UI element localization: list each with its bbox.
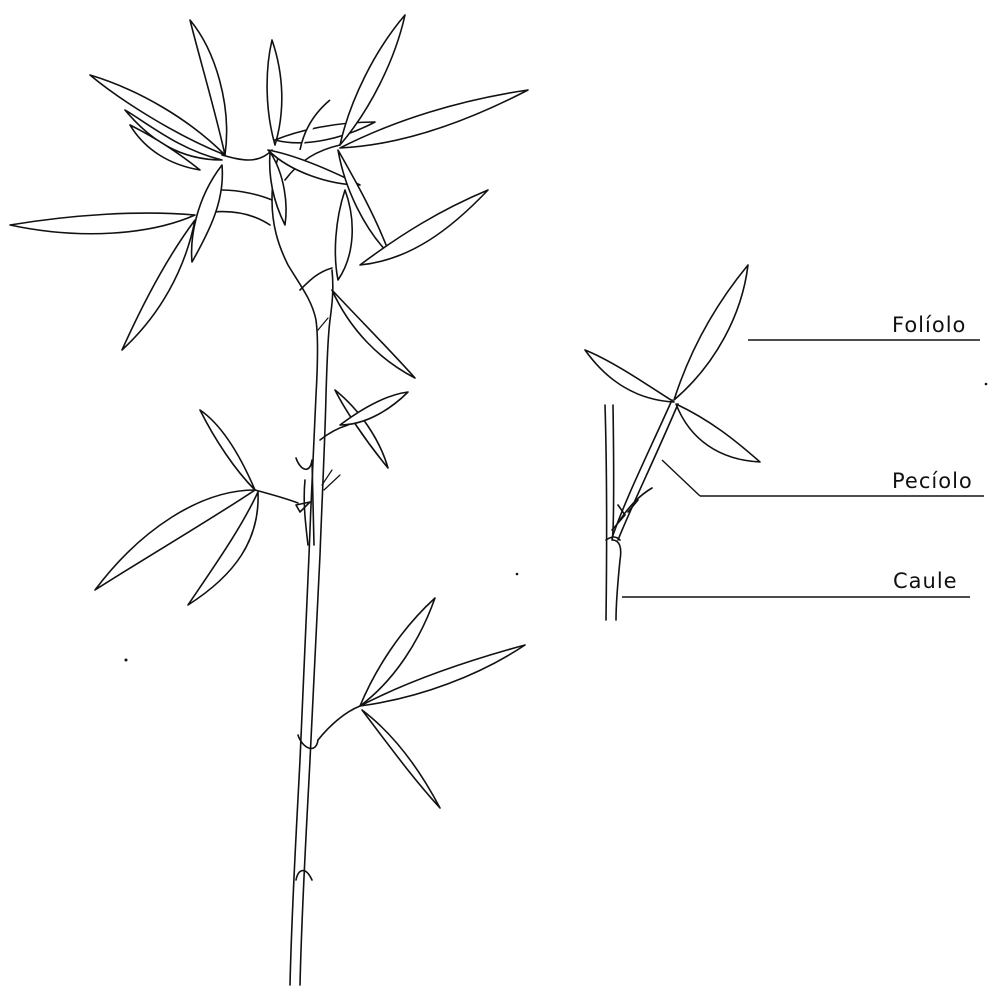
leaf — [335, 190, 352, 280]
leaf-detail — [585, 265, 760, 620]
detail-leaflet-top — [674, 265, 748, 400]
leaf-group-upper-node — [320, 290, 415, 468]
main-plant — [10, 15, 987, 985]
leaf — [200, 410, 255, 490]
detail-stem — [605, 405, 607, 620]
speck — [516, 573, 519, 576]
leaf — [122, 220, 195, 350]
labels: Folíolo Pecíolo Caule — [622, 313, 984, 597]
leaf — [332, 290, 415, 378]
leaf — [192, 165, 223, 262]
leaf-group-middle-node — [95, 410, 298, 605]
leaf — [267, 40, 282, 145]
main-stem — [272, 158, 340, 985]
crown-leaves — [10, 15, 528, 350]
leaf — [300, 100, 330, 150]
label-caule: Caule — [893, 569, 958, 593]
leaf-group-lower-node — [318, 598, 525, 808]
leader-peciolo — [662, 460, 700, 496]
speck — [125, 659, 128, 662]
speck — [985, 383, 988, 386]
detail-leaflet-left — [585, 350, 674, 402]
label-foliolo: Folíolo — [892, 313, 966, 337]
leaf — [10, 213, 195, 234]
leaf — [362, 710, 440, 808]
label-peciolo: Pecíolo — [892, 469, 973, 493]
detail-leaflet-right — [676, 404, 760, 462]
